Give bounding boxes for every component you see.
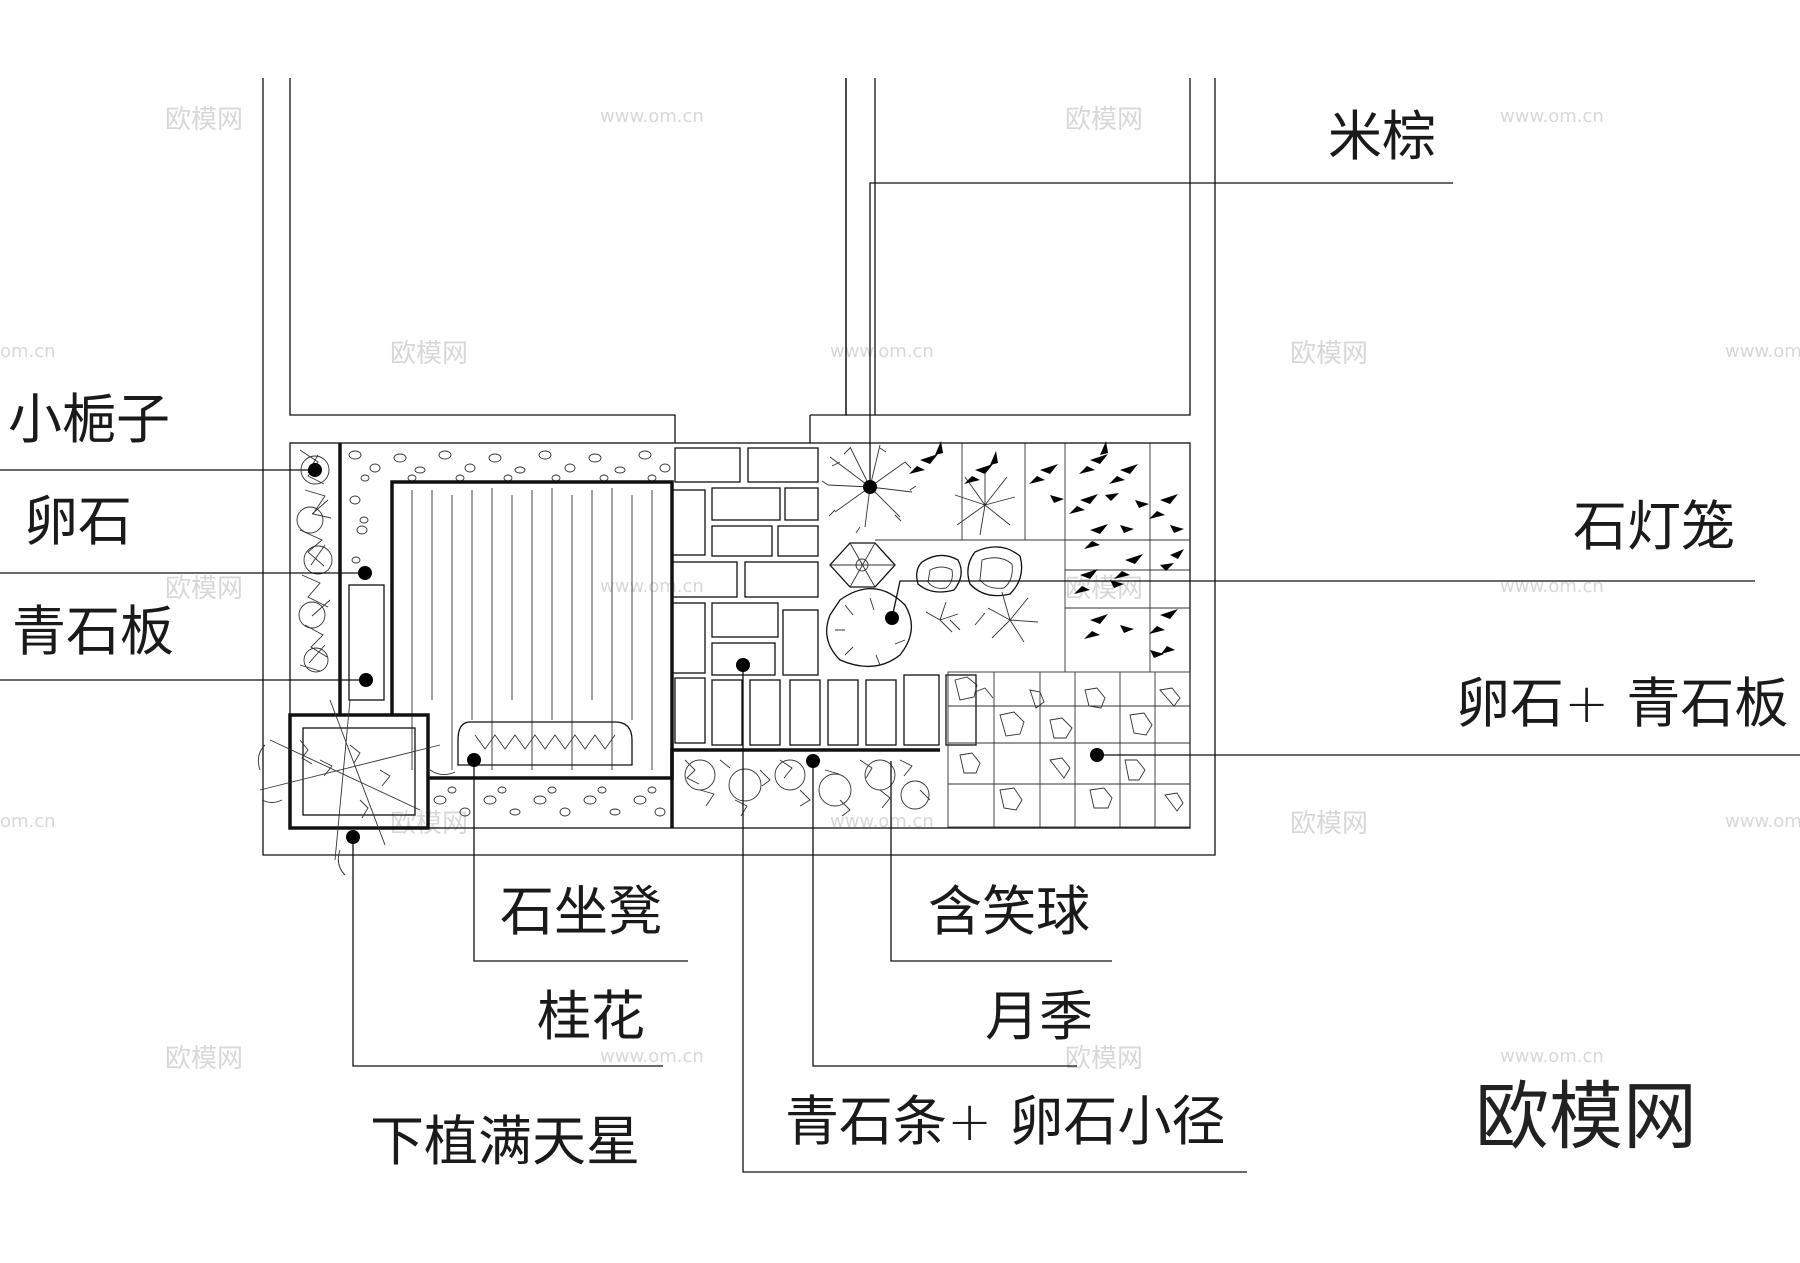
pebble-band-bottom	[433, 786, 666, 817]
label-yue-ji: 月季	[985, 985, 1093, 1048]
leader-han-xiao-qiu	[890, 761, 1112, 962]
leader-shi-deng-long	[891, 580, 1755, 619]
chequer-paving	[947, 671, 1191, 828]
marker-dot	[863, 480, 877, 494]
watermark: 欧模网	[1065, 105, 1143, 135]
label-xiao-zhizi: 小梔子	[8, 388, 170, 451]
watermark: www.om.cn	[1500, 1046, 1604, 1067]
lower-planting-bed	[670, 748, 940, 828]
watermark: om.cn	[0, 811, 56, 832]
watermark: www.om.cn	[830, 811, 934, 832]
label-shi-zuo-deng: 石坐凳	[500, 880, 662, 943]
timber-deck	[390, 480, 674, 780]
leader-yue-ji	[812, 761, 1077, 1067]
marker-dot	[885, 611, 899, 625]
marker-dot	[1090, 748, 1104, 762]
building-walls	[262, 78, 1216, 856]
watermark: www.om.cn	[830, 341, 934, 362]
marker-dot	[346, 830, 360, 844]
watermark: 欧模网	[165, 574, 243, 604]
stone-lantern-area	[826, 542, 1023, 668]
callout-labels: 米棕 小梔子 卵石 青石板 石灯笼 卵石+ 青石板 石坐凳 桂花 下植满天星 含…	[8, 105, 1788, 1173]
marker-dot	[359, 673, 373, 687]
watermark: 欧模网	[1065, 1044, 1143, 1074]
garden-boundary	[289, 442, 1191, 829]
label-qing-shi-ban: 青石板	[12, 600, 174, 663]
label-mi-zong: 米棕	[1328, 105, 1436, 168]
watermark: 欧模网	[165, 105, 243, 135]
watermark: www.om.cn	[1500, 106, 1604, 127]
marker-dot	[358, 566, 372, 580]
watermark-layer: 欧模网 www.om.cn 欧模网 www.om.cn om.cn 欧模网 ww…	[0, 105, 1800, 1074]
label-shi-deng-long: 石灯笼	[1573, 495, 1735, 558]
watermark: www.om.cn	[1725, 341, 1800, 362]
stone-bench	[457, 721, 633, 766]
leader-qing-shi-tiao	[742, 665, 1247, 1173]
label-luan-shi-qing-shi-ban: 卵石+ 青石板	[1456, 672, 1788, 735]
marker-dot	[736, 658, 750, 672]
leader-shi-zuo-deng	[473, 760, 688, 962]
osmanthus-planter	[257, 699, 456, 876]
ornamental-grass	[925, 470, 1039, 643]
left-planting-strip	[296, 443, 385, 715]
watermark: 欧模网	[390, 339, 468, 369]
leader-lines	[0, 182, 1800, 1173]
shrub-cluster	[296, 449, 333, 673]
deck-planks	[411, 488, 653, 770]
marker-dot	[806, 754, 820, 768]
label-xia-zhi-man-tian-xing: 下植满天星	[370, 1110, 640, 1173]
watermark: www.om.cn	[600, 106, 704, 127]
label-qing-shi-tiao-luan-shi-xiao-jing: 青石条+ 卵石小径	[785, 1090, 1225, 1153]
pebble-band-top	[348, 450, 671, 564]
watermark: www.om.cn	[600, 1046, 704, 1067]
bamboo-grove	[875, 441, 1190, 672]
label-gui-hua: 桂花	[537, 985, 645, 1048]
bamboo-leaves	[909, 441, 1184, 658]
watermark: 欧模网	[1065, 574, 1143, 604]
leader-gui-hua	[352, 837, 663, 1067]
palm	[821, 444, 917, 534]
label-han-xiao-qiu: 含笑球	[928, 880, 1090, 943]
watermark: www.om.cn	[1500, 576, 1604, 597]
marker-dot	[467, 753, 481, 767]
watermark: om.cn	[0, 341, 56, 362]
label-luan-shi: 卵石	[24, 490, 132, 553]
watermark: www.om.cn	[1725, 811, 1800, 832]
marker-dot	[308, 463, 322, 477]
watermark: 欧模网	[165, 1044, 243, 1074]
pebble-bands	[348, 450, 671, 817]
watermark: 欧模网	[1290, 339, 1368, 369]
brand-logo: 欧模网	[1475, 1074, 1697, 1160]
marker-dots	[308, 463, 1104, 844]
leader-mi-zong	[869, 182, 1453, 487]
watermark: 欧模网	[1290, 809, 1368, 839]
stone-slab-path	[671, 447, 977, 746]
